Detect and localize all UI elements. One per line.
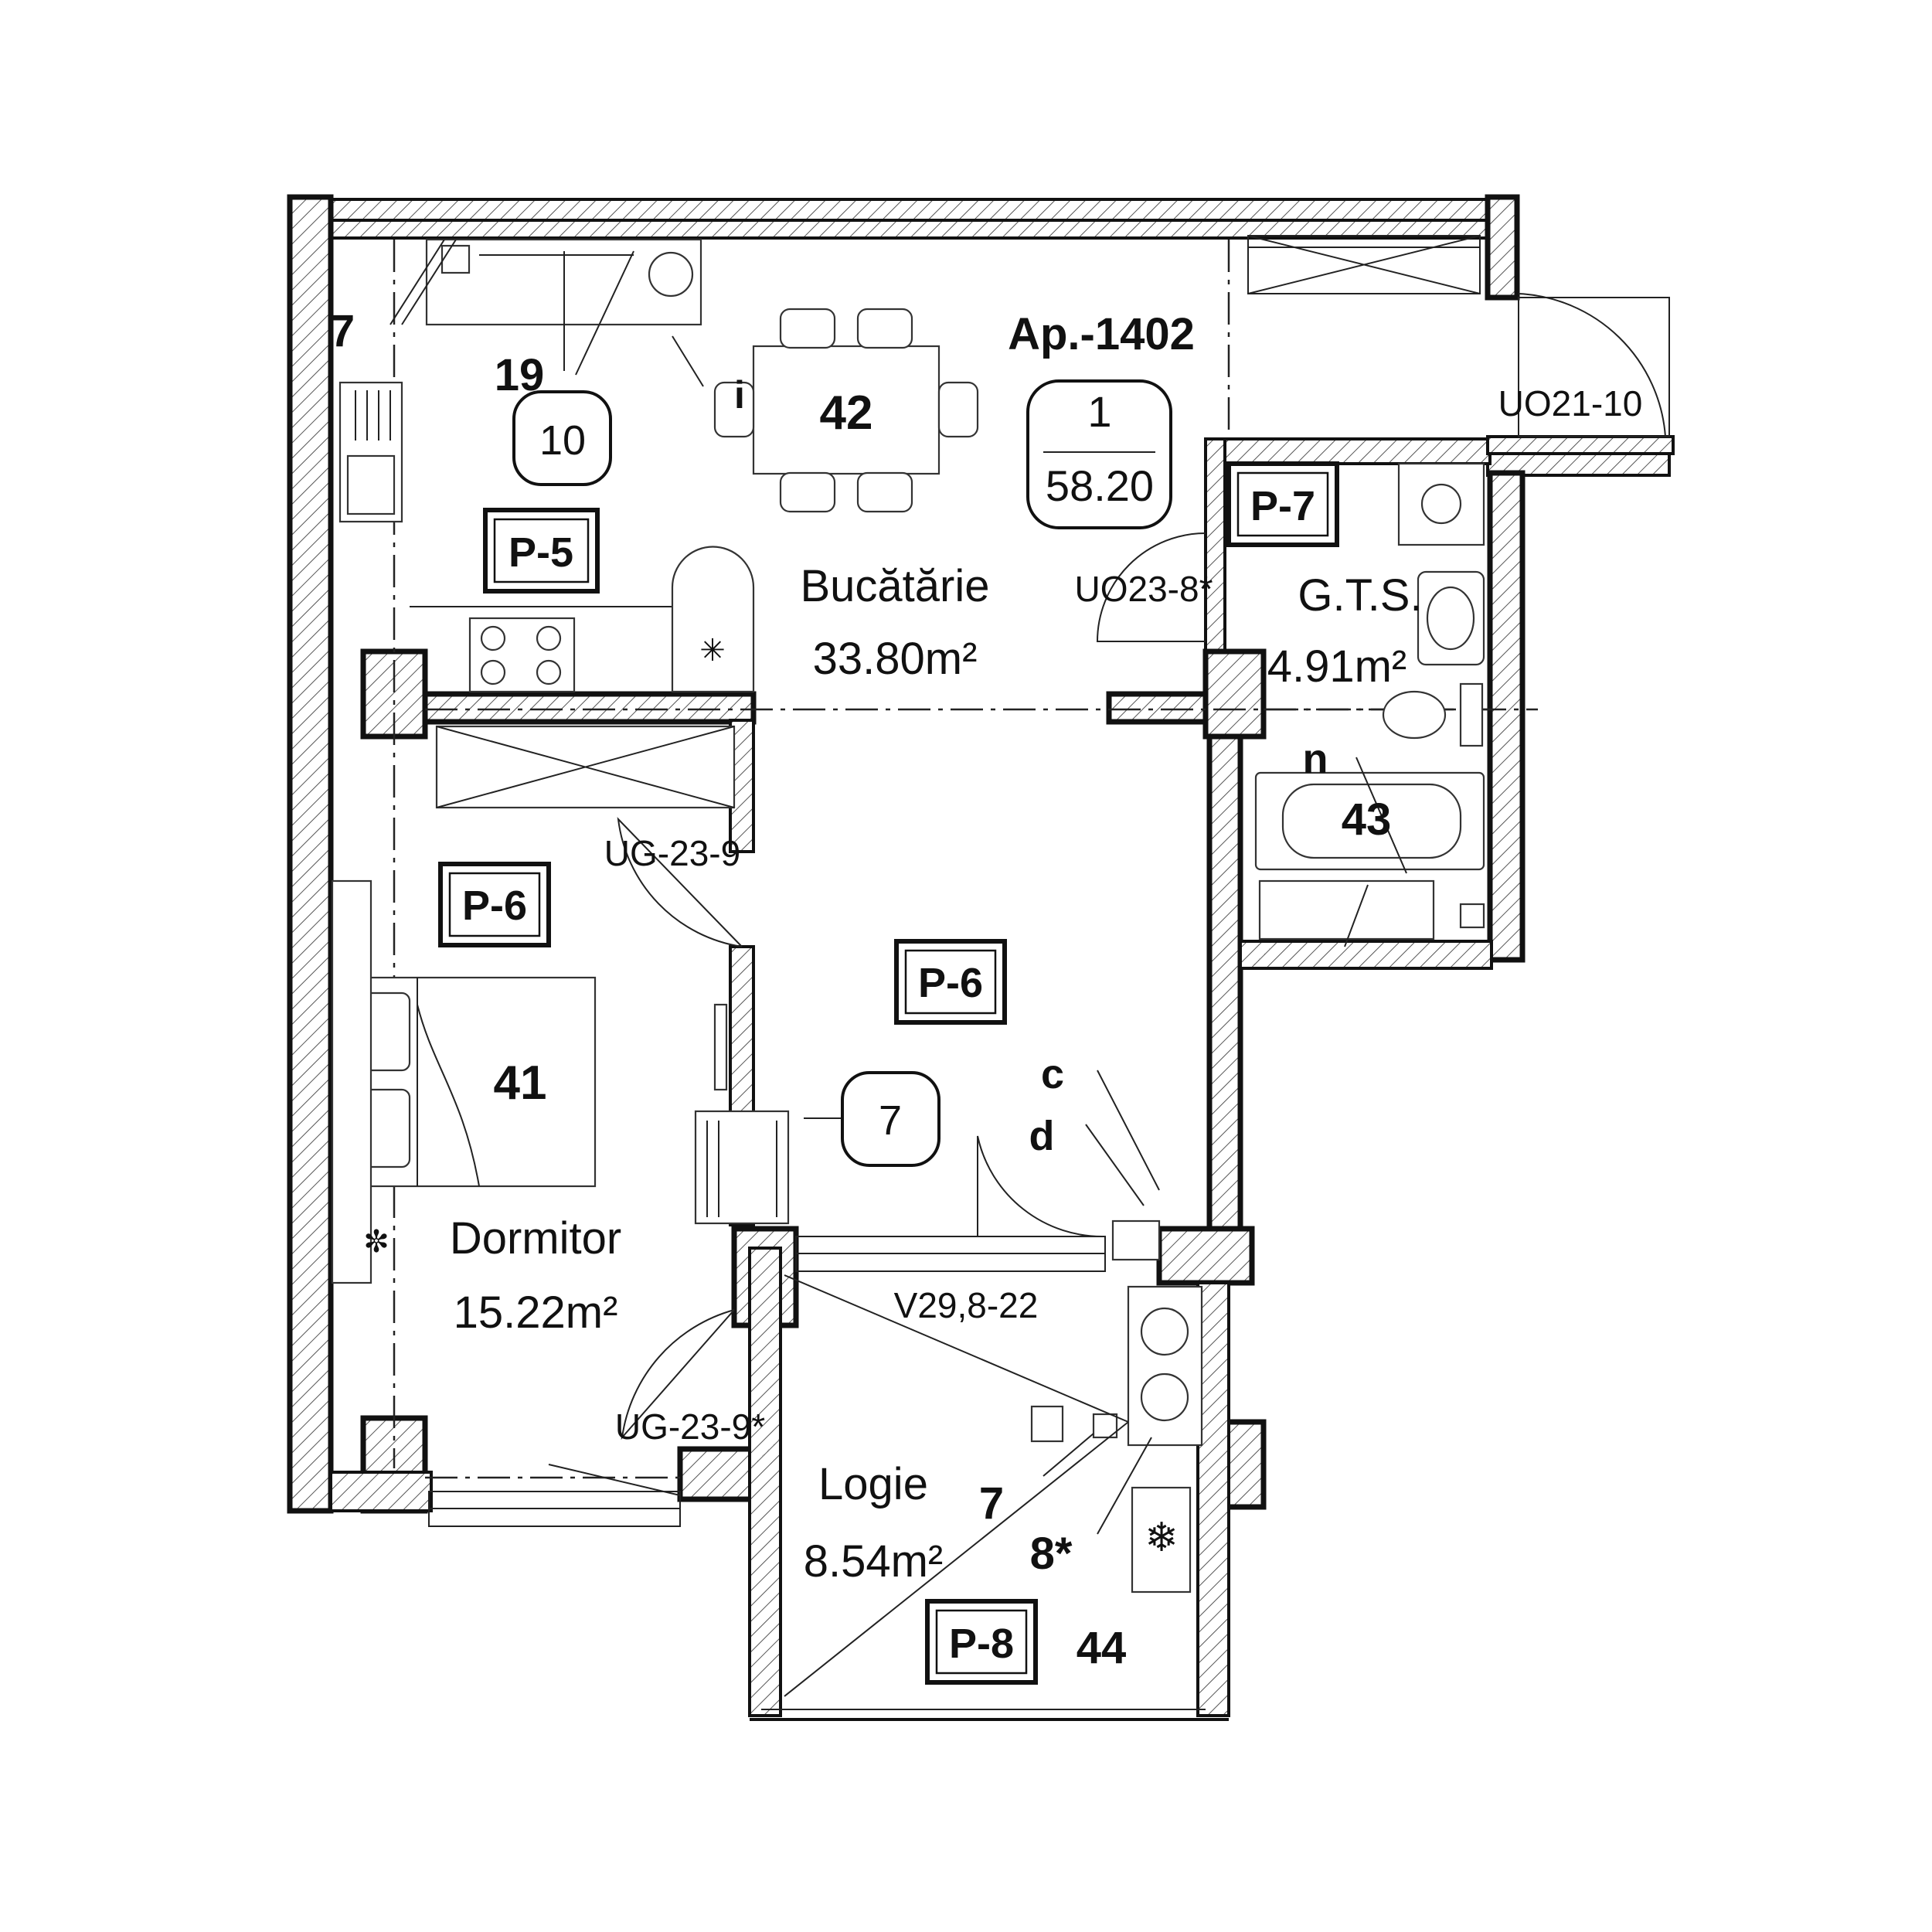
ac-unit: [1131, 1486, 1192, 1594]
ventilation-block: [1111, 1219, 1161, 1261]
bedroom-radiator-strip: [331, 879, 372, 1284]
marker-hall-number: 7: [879, 1097, 902, 1144]
mirror: [713, 1003, 728, 1091]
chair: [856, 471, 913, 513]
chair: [779, 471, 836, 513]
loggia-left-wall: [748, 1247, 782, 1717]
loggia-right-wall: [1196, 1281, 1230, 1717]
chair: [937, 381, 979, 438]
unit-circle-icon: [1140, 1372, 1189, 1422]
kitchen-bedroom-wall: [403, 691, 757, 725]
kitchen-right-stub: [1106, 691, 1213, 725]
chair: [713, 381, 755, 438]
column-right-mid: [1202, 648, 1267, 740]
entrance-threshold: [1486, 435, 1675, 455]
apartment-name: Ap.-1402: [1008, 309, 1195, 359]
walls: [287, 194, 1675, 1721]
top-cabinet: [1247, 235, 1481, 294]
washer-drum-icon: [1420, 483, 1462, 525]
door-tag-bedroom: UG-23-9: [604, 833, 740, 873]
entrance-door-swing: [1518, 293, 1667, 437]
door-tag-bathroom: UO23-8*: [1075, 569, 1213, 609]
marker-circle-hall: [841, 1071, 940, 1167]
panel-tag-bedroom-box: [438, 862, 551, 947]
marker-7-loggia: 7: [979, 1478, 1004, 1529]
right-top-pier: [1485, 194, 1520, 301]
room-area-bedroom: 15.22m²: [454, 1287, 618, 1338]
panel-tag-kitchen: P-5: [509, 529, 573, 576]
toilet: [1382, 690, 1447, 740]
sink-basin: [346, 454, 396, 515]
table-number: 42: [820, 386, 873, 440]
hall-shoe-cabinet: [694, 1110, 790, 1225]
panel-tag-hall: P-6: [918, 960, 983, 1006]
snowflake-icon: ❄: [1145, 1515, 1179, 1560]
unit-circle-icon: [1140, 1307, 1189, 1356]
vent-icon: [1459, 903, 1485, 929]
loggia-number: 44: [1077, 1623, 1127, 1673]
bathroom-door-swing: [1096, 532, 1206, 642]
loggia-box: [1030, 1405, 1064, 1443]
bathroom-left-wall-upper: [1204, 437, 1226, 657]
marker-19: 19: [495, 350, 545, 400]
room-area-kitchen: 33.80m²: [813, 634, 978, 684]
furniture: ✳ ✼: [331, 238, 1670, 1697]
hall-right-wall: [1206, 731, 1243, 1232]
bath-number: 43: [1342, 794, 1392, 845]
apartment-total-area: 58.20: [1046, 461, 1154, 510]
door-tag-loggia: UG-23-9*: [615, 1406, 765, 1447]
room-name-loggia: Logie: [818, 1459, 928, 1509]
labels: Ap.-1402 1 58.20 Bucătărie 33.80m² G.T.S…: [330, 306, 1643, 1685]
loggia-door-swing: [621, 1309, 735, 1440]
bathroom-right-wall: [1487, 470, 1526, 963]
column-loggia-right: [1156, 1226, 1255, 1286]
plant-icon: ✼: [363, 1225, 389, 1259]
panel-tag-kitchen-box: [483, 508, 600, 594]
apartment-rooms-count: 1: [1087, 387, 1111, 436]
room-area-loggia: 8.54m²: [804, 1536, 944, 1587]
room-name-kitchen: Bucătărie: [800, 561, 989, 611]
boiler: [1258, 879, 1435, 940]
bottom-left-wall: [329, 1471, 433, 1512]
marker-7-top: 7: [330, 306, 355, 356]
marker-circle-kitchen: [512, 390, 612, 486]
panel-tag-hall-box: [894, 939, 1007, 1025]
windows: [428, 235, 1481, 1527]
window-tag-loggia: V29,8-22: [894, 1285, 1039, 1325]
bathroom-bottom-wall: [1239, 940, 1493, 970]
chair: [856, 308, 913, 349]
room-name-bedroom: Dormitor: [450, 1213, 621, 1264]
bathroom-top-wall: [1204, 437, 1492, 465]
marker-kitchen-number: 10: [539, 417, 586, 464]
washer-drum-icon: [648, 251, 694, 298]
panel-tag-loggia: P-8: [949, 1621, 1014, 1667]
panel-tag-bathroom: P-7: [1250, 483, 1315, 529]
panel-tag-bedroom: P-6: [462, 883, 527, 929]
marker-letter-i: i: [734, 373, 745, 417]
chair: [779, 308, 836, 349]
door-swings: [617, 293, 1667, 1440]
panel-tag-loggia-box: [925, 1599, 1038, 1685]
fridge-arch: [671, 546, 755, 693]
room-name-bathroom: G.T.S.: [1298, 570, 1422, 621]
panel-tag-bathroom-box: [1226, 461, 1339, 547]
room-area-bathroom: 4.91m²: [1267, 641, 1407, 692]
kitchen-vent: [440, 244, 471, 274]
marker-letter-c: c: [1041, 1051, 1064, 1097]
bedroom-door-swing: [617, 817, 743, 947]
marker-8-loggia: 8*: [1030, 1529, 1073, 1579]
leader-lines: [389, 239, 1407, 1535]
bed-number: 41: [494, 1056, 547, 1110]
marker-letter-d: d: [1029, 1113, 1055, 1159]
hall-door-swing: [977, 1135, 1106, 1238]
marker-letter-n: n: [1303, 736, 1328, 782]
door-tag-entrance: UO21-10: [1498, 383, 1643, 423]
apartment-summary-badge: [1026, 379, 1172, 529]
left-wall: [287, 194, 334, 1514]
snowflake-icon: ✳: [699, 634, 726, 668]
toilet-tank: [1459, 682, 1484, 747]
